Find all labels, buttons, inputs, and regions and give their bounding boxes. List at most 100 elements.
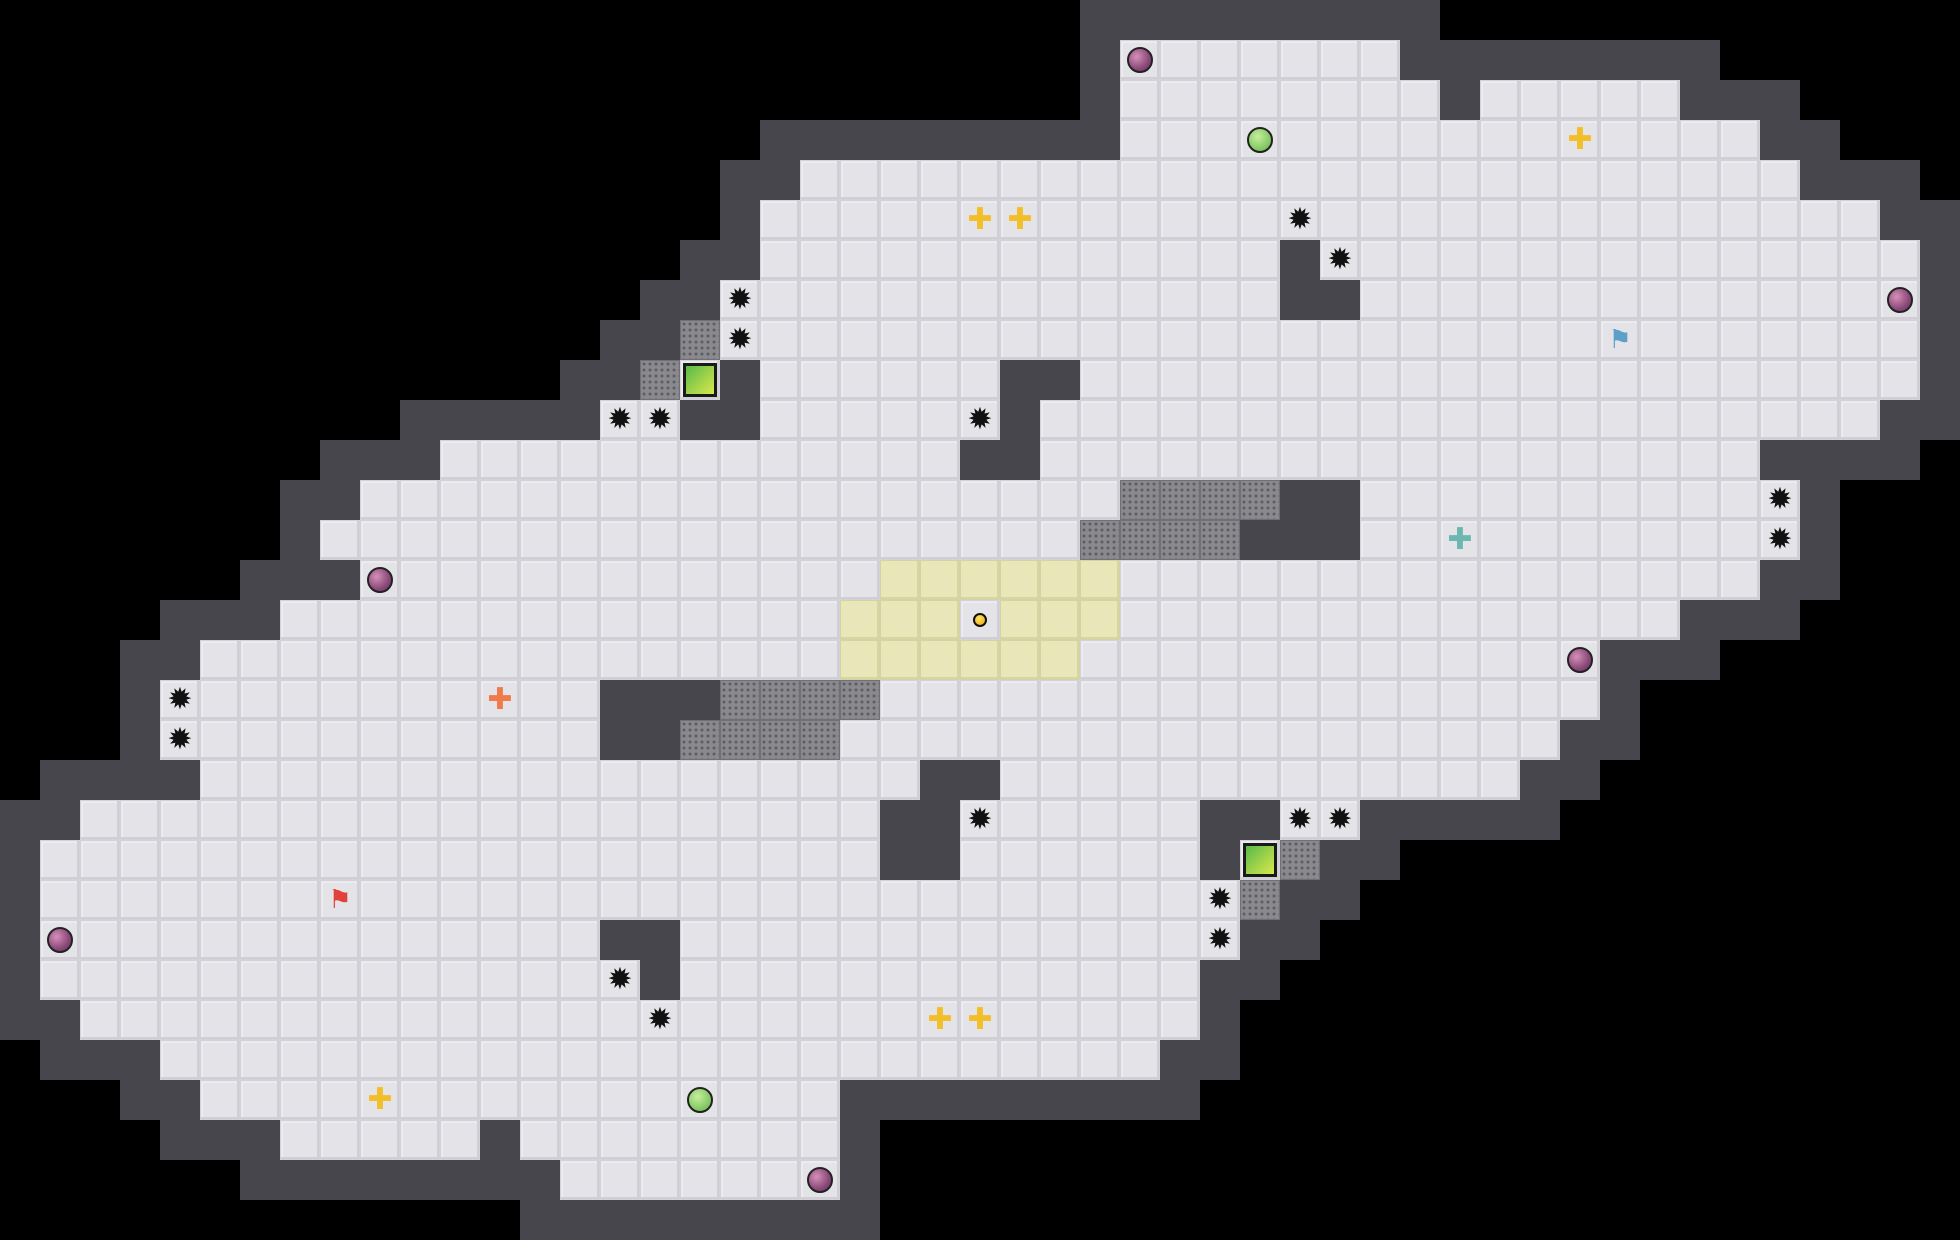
floor-tile [520,1040,560,1080]
floor-tile [800,840,840,880]
floor-tile [1840,200,1880,240]
floor-tile [800,280,840,320]
gear-icon: ✹ [1760,520,1800,560]
grate-tile [1280,840,1320,880]
floor-tile [840,880,880,920]
floor-tile [960,240,1000,280]
wall-tile [1880,440,1920,480]
floor-tile [1400,720,1440,760]
floor-tile [1840,360,1880,400]
floor-tile [680,520,720,560]
floor-tile [1160,960,1200,1000]
floor-tile [1200,880,1240,920]
wall-tile [1200,800,1240,840]
floor-tile [720,1080,760,1120]
floor-tile [1120,720,1160,760]
floor-tile [960,360,1000,400]
wall-tile [0,960,40,1000]
floor-tile [1400,80,1440,120]
floor-tile [920,200,960,240]
player-ball-icon[interactable] [960,600,1000,640]
wall-tile [320,480,360,520]
wall-tile [240,600,280,640]
floor-tile [440,1000,480,1040]
floor-tile [640,1040,680,1080]
floor-tile [720,800,760,840]
floor-tile [880,480,920,520]
floor-tile [280,640,320,680]
floor-tile [640,560,680,600]
floor-tile [800,560,840,600]
floor-tile [1360,680,1400,720]
floor-tile [1480,400,1520,440]
floor-tile [840,400,880,440]
floor-tile [560,1160,600,1200]
wall-tile [680,1200,720,1240]
floor-tile [200,840,240,880]
floor-tile [1440,200,1480,240]
floor-tile [1240,720,1280,760]
floor-tile [1160,560,1200,600]
floor-tile [920,680,960,720]
flag-icon[interactable]: ⚑ [1600,320,1640,360]
floor-tile [1440,680,1480,720]
wall-tile [1320,0,1360,40]
floor-tile [520,560,560,600]
floor-tile [1080,880,1120,920]
wall-tile [840,1160,880,1200]
floor-tile [1320,320,1360,360]
floor-tile [840,560,880,600]
wall-tile [1600,720,1640,760]
floor-tile [760,400,800,440]
floor-tile [520,600,560,640]
floor-tile [1160,80,1200,120]
wall-tile [1920,280,1960,320]
wall-tile [160,1080,200,1120]
floor-tile [1120,40,1160,80]
flag-icon-glyph: ⚑ [1608,325,1632,355]
plus-arrows-icon: ✚ [1440,520,1480,560]
gear-icon-glyph: ✹ [727,282,753,317]
wall-tile [1000,1080,1040,1120]
wall-tile [1160,1040,1200,1080]
floor-tile [320,1120,360,1160]
floor-tile [1240,400,1280,440]
floor-tile [440,480,480,520]
floor-tile [1480,200,1520,240]
floor-tile [1680,200,1720,240]
floor-tile [760,1080,800,1120]
floor-tile [960,200,1000,240]
floor-tile [560,1040,600,1080]
wall-tile [1240,800,1280,840]
floor-tile [1560,360,1600,400]
wall-tile [480,1120,520,1160]
floor-tile [120,800,160,840]
wall-tile [1200,0,1240,40]
floor-tile [1200,40,1240,80]
wall-tile [1600,640,1640,680]
gear-icon-glyph: ✹ [1207,882,1233,917]
wall-tile [280,520,320,560]
floor-tile [280,1120,320,1160]
floor-tile [1600,440,1640,480]
flag-icon[interactable]: ⚑ [320,880,360,920]
floor-tile [1080,160,1120,200]
wall-tile [880,1080,920,1120]
grate-tile [1160,520,1200,560]
wall-tile [760,1200,800,1240]
floor-tile [1200,80,1240,120]
floor-tile [1520,320,1560,360]
floor-tile [920,400,960,440]
floor-tile [1360,640,1400,680]
floor-tile [760,800,800,840]
floor-tile [1600,280,1640,320]
floor-tile [520,640,560,680]
floor-tile [1080,800,1120,840]
floor-tile [80,840,120,880]
green-block-icon-glyph [1243,843,1277,877]
floor-tile [1520,520,1560,560]
floor-tile [1480,600,1520,640]
floor-tile [1080,440,1120,480]
floor-tile [240,1080,280,1120]
